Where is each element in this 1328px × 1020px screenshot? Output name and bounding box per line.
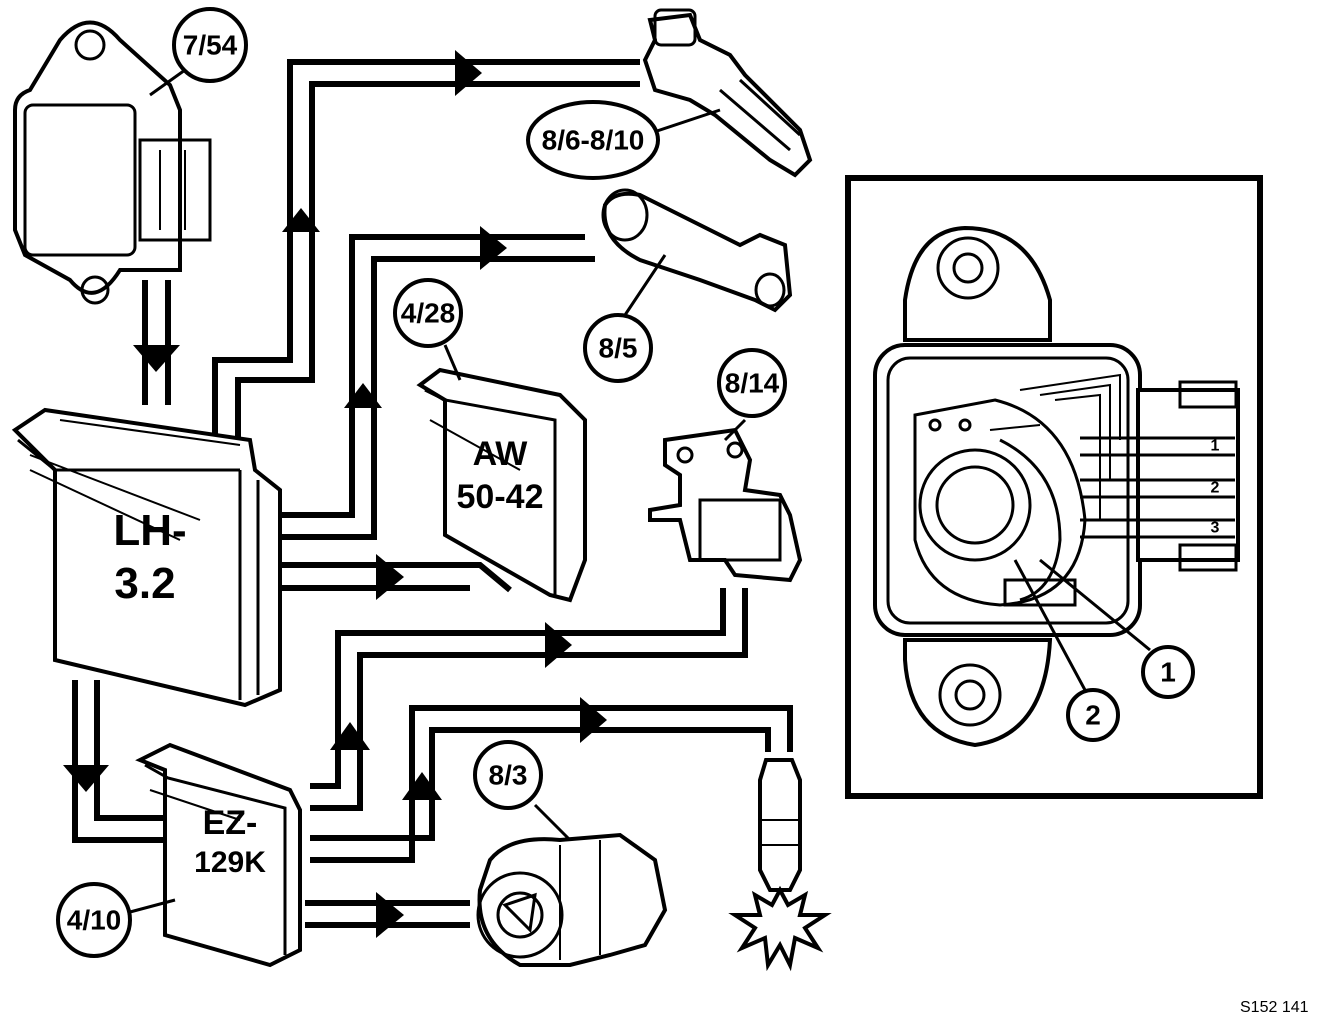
callout-1-label: 1 [1160,657,1176,688]
pin-label-3: 3 [1211,520,1220,537]
aw-label-line1: AW [473,435,529,473]
ez-label-line2: 129K [194,846,266,879]
sensor-7-54 [13,20,212,305]
callout-8-14-label: 8/14 [725,368,780,399]
control-unit-ez-129k: EZ- 129K [135,742,302,968]
idle-valve-8-5 [601,188,793,313]
pin-label-2: 2 [1211,480,1220,497]
ac-compressor-8-3 [476,832,668,967]
line-7-54-to-lh [133,280,180,405]
callout-8-6-label: 8/6-8/10 [542,125,645,156]
callout-8-5: 8/5 [583,313,653,383]
callout-2: 2 [1066,688,1120,742]
inset-throttle-sensor: 1 2 3 [845,175,1263,799]
spark-plug [728,758,832,972]
pin-label-1: 1 [1211,438,1220,455]
signal-lines [63,50,793,938]
ez-label-line1: EZ- [203,804,258,842]
callout-8-3: 8/3 [473,740,543,810]
figure-reference: S152 141 [1240,999,1309,1016]
line-lh-to-ez [63,680,165,843]
callout-4-10-label: 4/10 [67,905,122,936]
aw-label-line2: 50-42 [457,478,544,516]
callout-4-28-label: 4/28 [401,298,456,329]
callout-8-14: 8/14 [717,348,787,418]
callout-7-54-label: 7/54 [183,30,238,61]
callout-4-28: 4/28 [393,278,463,348]
callout-2-label: 2 [1085,700,1101,731]
fuel-injector-8-6 [642,8,813,178]
control-unit-lh-3-2: LH- 3.2 [11,407,282,708]
line-lh-to-injectors [212,50,640,440]
callout-8-6: 8/6-8/10 [526,100,660,180]
line-lh-to-idle-valve [280,226,595,540]
line-ez-to-spark-plug [310,697,793,863]
callout-7-54: 7/54 [172,7,248,83]
callout-8-3-label: 8/3 [489,760,528,791]
callout-1: 1 [1141,645,1195,699]
valve-8-14 [648,427,803,583]
callout-4-10: 4/10 [56,882,132,958]
lh-label-line2: 3.2 [114,559,175,608]
line-lh-to-aw [280,554,512,600]
line-ez-to-compressor [305,892,470,938]
callout-8-5-label: 8/5 [599,333,638,364]
control-unit-aw-50-42: AW 50-42 [416,367,587,603]
line-ez-to-valve-8-14 [310,588,748,811]
spark-burst-icon [728,885,832,972]
lh-label-line1: LH- [113,506,186,555]
